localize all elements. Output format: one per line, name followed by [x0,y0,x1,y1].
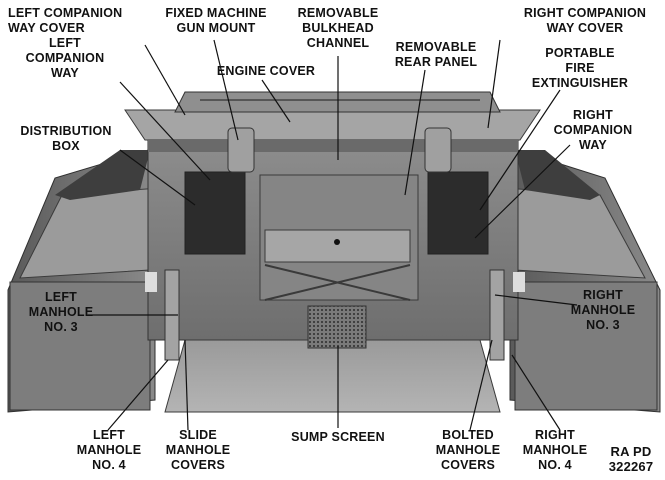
label-engine-cover: ENGINE COVER [216,64,316,78]
right-bolted-cover [489,269,505,361]
rear-panel-tray [264,229,411,263]
right-lower-panel [514,281,658,411]
left-companion-way-opening [184,171,246,255]
right-companion-way-opening [427,171,489,255]
left-gun-mount [227,127,255,173]
brace-b [264,264,411,301]
right-light-marker [513,272,525,292]
rear-panel-hole [334,239,340,245]
hull-floor [164,339,501,413]
right-gun-mount [424,127,452,173]
bulkhead-channel [148,140,518,152]
left-light-marker [145,272,157,292]
left-lower-panel [9,281,151,411]
figure-reference-number: RA PD 322267 [608,444,654,474]
label-left-companion-way: LEFT COMPANION WAY [25,36,105,80]
label-right-manhole-no3: RIGHT MANHOLE NO. 3 [570,288,636,332]
label-right-manhole-no4: RIGHT MANHOLE NO. 4 [522,428,588,472]
label-sump-screen: SUMP SCREEN [291,430,385,444]
label-slide-manhole-covers: SLIDE MANHOLE COVERS [165,428,231,472]
label-left-manhole-no3: LEFT MANHOLE NO. 3 [28,290,94,334]
label-removable-rear-panel: REMOVABLE REAR PANEL [394,40,478,69]
right-dark-well [515,150,600,200]
label-left-manhole-no4: LEFT MANHOLE NO. 4 [76,428,142,472]
label-removable-bulkhead-channel: REMOVABLE BULKHEAD CHANNEL [297,6,379,50]
label-portable-fire-extinguisher: PORTABLE FIRE EXTINGUISHER [531,46,629,90]
label-left-companion-way-cover: LEFT COMPANION WAY COVER [8,6,123,35]
leader-lines [88,39,578,431]
label-right-companion-way-cover: RIGHT COMPANION WAY COVER [523,6,647,35]
sump-screen-grate [307,305,367,349]
label-distribution-box: DISTRIBUTION BOX [20,124,112,153]
left-dark-well [55,150,150,200]
engine-deck [124,109,541,141]
label-bolted-manhole-covers: BOLTED MANHOLE COVERS [435,428,501,472]
label-right-companion-way: RIGHT COMPANION WAY [553,108,633,152]
label-fixed-machine-gun-mount: FIXED MACHINE GUN MOUNT [165,6,267,35]
